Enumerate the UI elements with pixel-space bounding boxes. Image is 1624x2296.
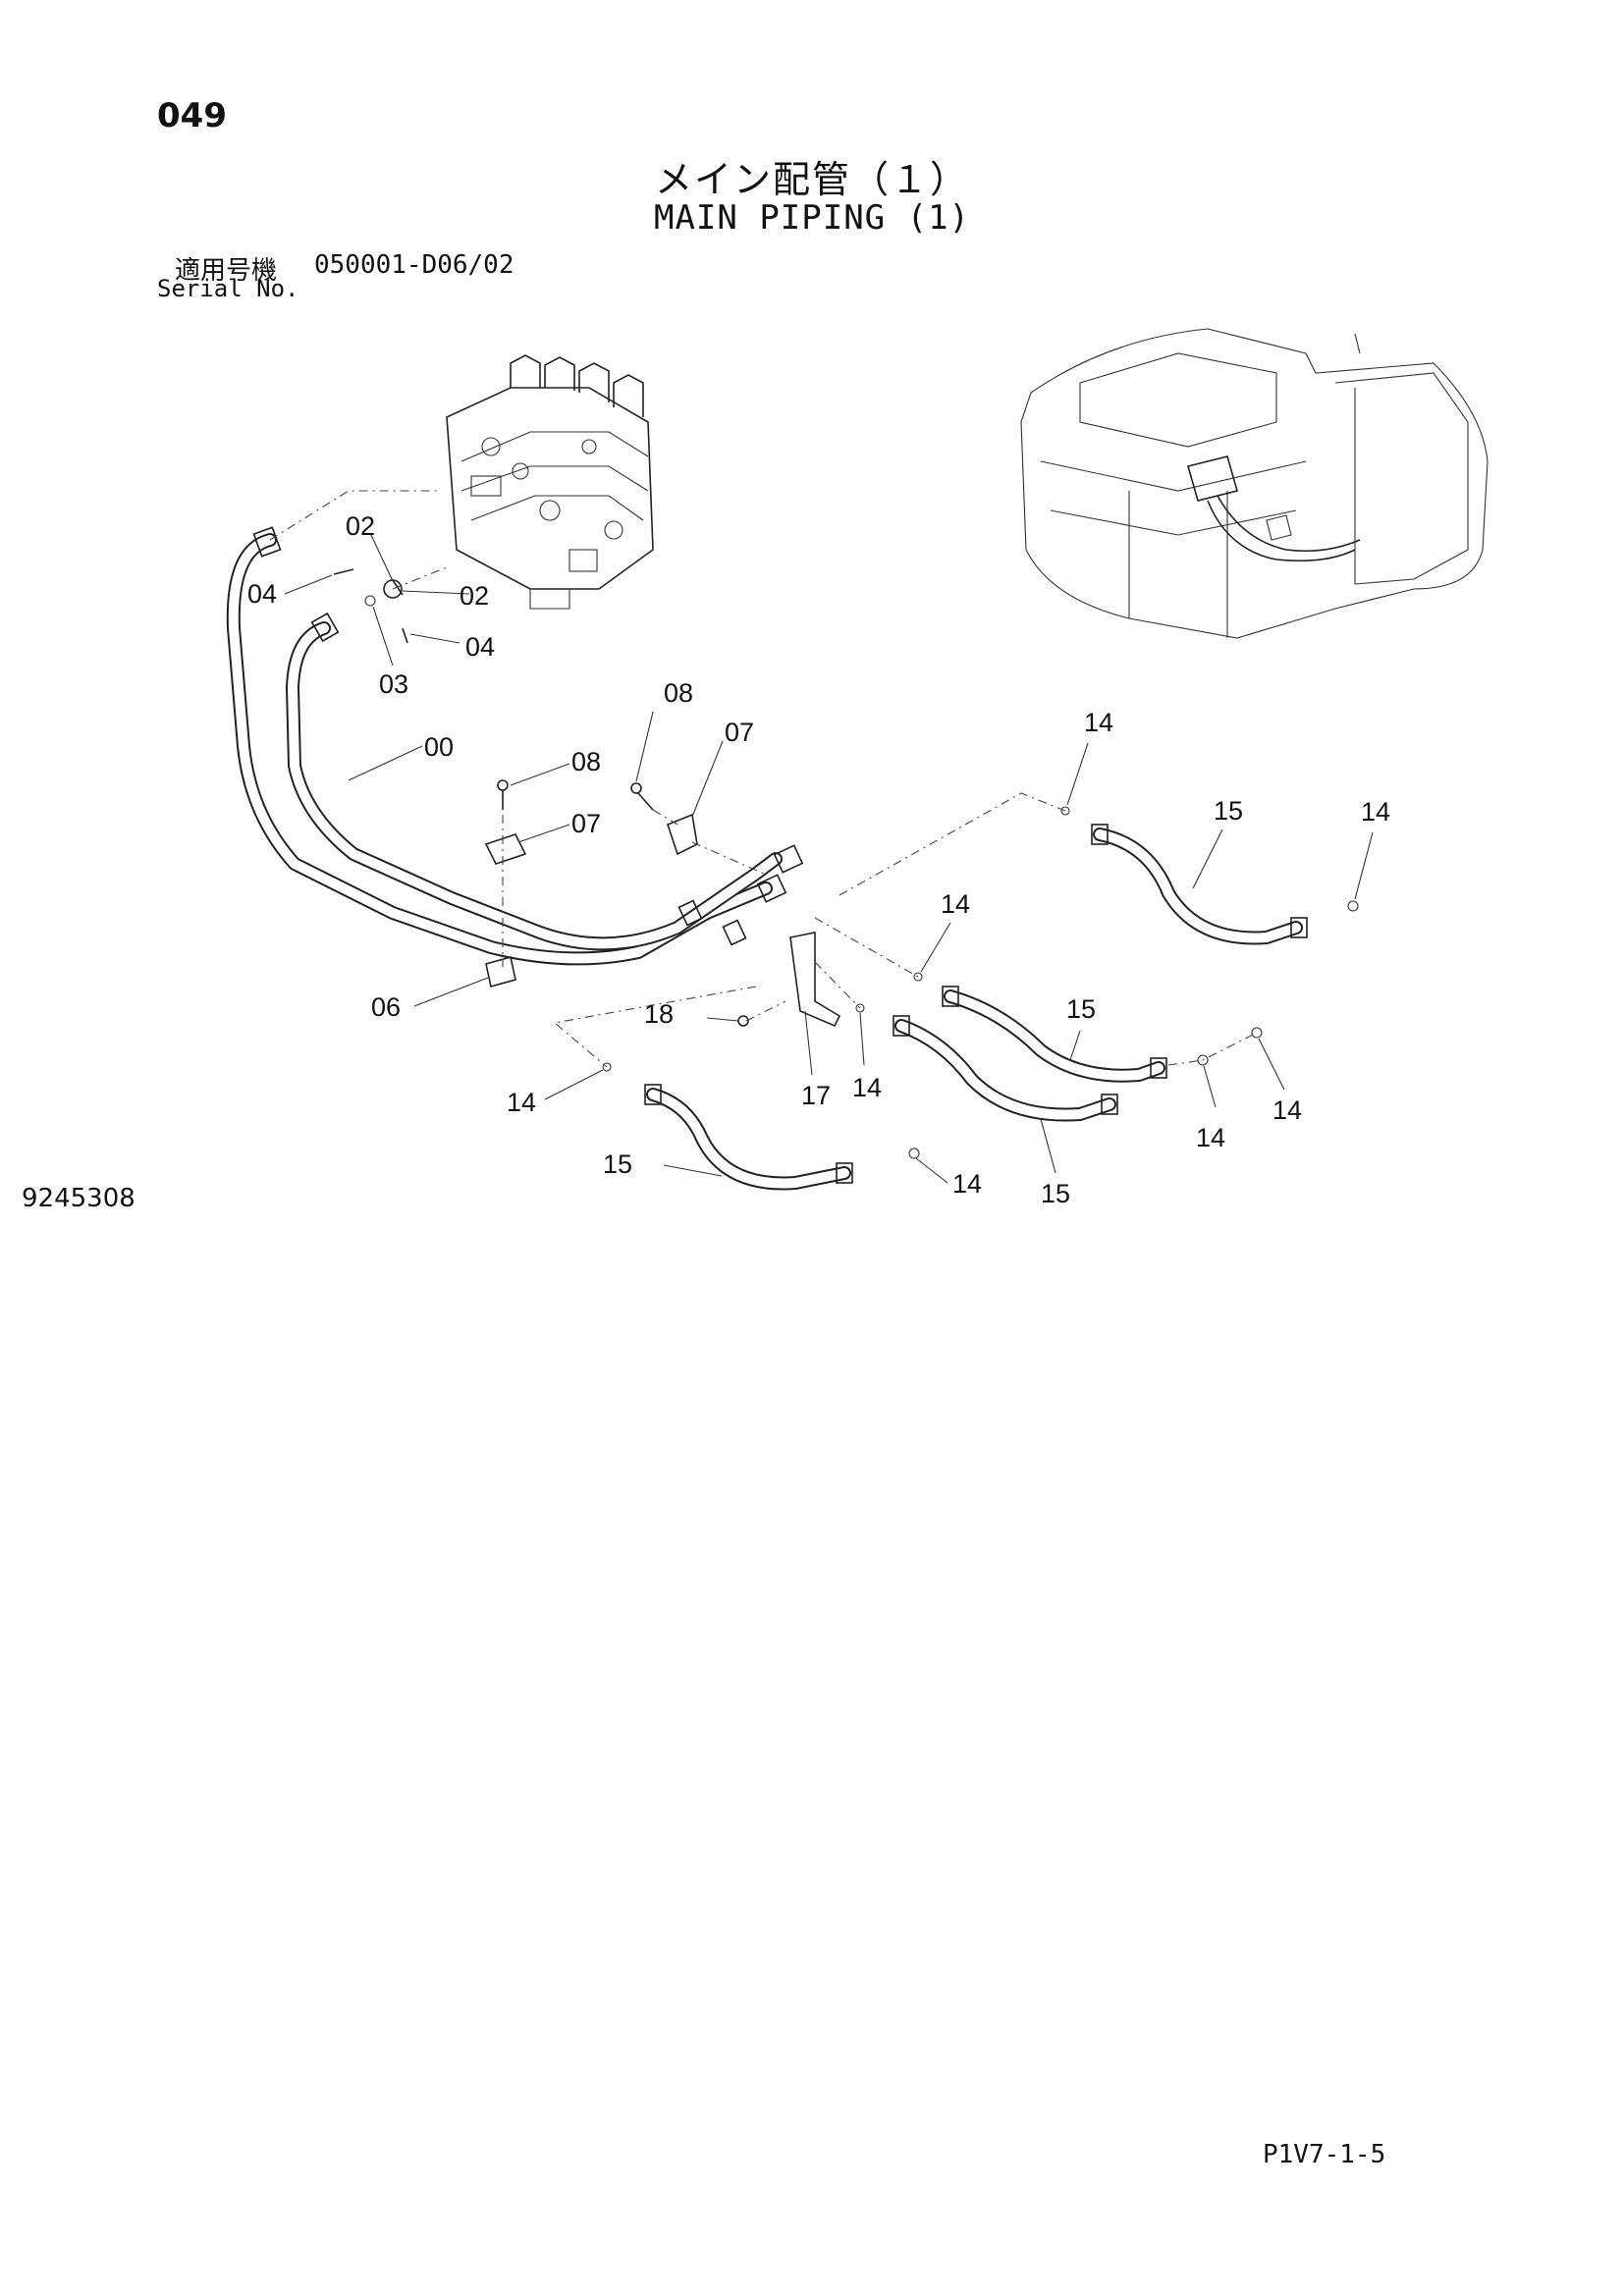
callout-08-left: 08 bbox=[571, 747, 601, 776]
callout-15-b: 15 bbox=[1066, 994, 1096, 1024]
drawing-number: 9245308 bbox=[22, 1184, 135, 1213]
o-rings-14 bbox=[602, 806, 1359, 1159]
callout-14-f: 14 bbox=[1272, 1095, 1302, 1125]
hose-15-upper-right bbox=[1091, 824, 1308, 945]
control-valve-illustration bbox=[446, 354, 654, 610]
callout-04-right: 04 bbox=[465, 632, 495, 662]
page-title-english: MAIN PIPING (1) bbox=[653, 198, 971, 238]
callout-17: 17 bbox=[801, 1081, 831, 1110]
spacer-06 bbox=[485, 956, 516, 988]
callout-14-g: 14 bbox=[507, 1088, 536, 1117]
page-number: 049 bbox=[157, 96, 227, 135]
serial-label-japanese: 適用号機 bbox=[175, 256, 278, 286]
callout-18: 18 bbox=[644, 999, 674, 1029]
clamp-07-right bbox=[667, 813, 698, 856]
serial-number-value: 050001-D06/02 bbox=[314, 250, 514, 280]
machine-overview-illustration bbox=[1020, 328, 1489, 639]
callout-03: 03 bbox=[379, 669, 408, 699]
callout-08-upper: 08 bbox=[664, 678, 693, 708]
leader-lines bbox=[284, 534, 1374, 1184]
fittings-02-03-04 bbox=[333, 568, 408, 644]
callout-15-c: 15 bbox=[603, 1149, 632, 1179]
callout-15-d: 15 bbox=[1041, 1179, 1070, 1208]
callout-14-a: 14 bbox=[1084, 708, 1113, 737]
callout-04-left: 04 bbox=[247, 579, 277, 609]
callout-14-e: 14 bbox=[1196, 1123, 1225, 1152]
clamp-07-left bbox=[484, 833, 527, 865]
hose-15-lower-middle bbox=[893, 1015, 1118, 1122]
callout-02-upper: 02 bbox=[346, 511, 375, 541]
reference-lines bbox=[269, 490, 1258, 1068]
callout-15-a: 15 bbox=[1214, 796, 1243, 826]
serial-label-english: Serial No. bbox=[157, 275, 299, 302]
page-title-japanese: メイン配管（１） bbox=[654, 158, 969, 201]
hose-15-lower-left bbox=[644, 1084, 853, 1191]
hose-15-middle bbox=[942, 986, 1167, 1083]
page-code: P1V7-1-5 bbox=[1263, 2140, 1386, 2169]
callout-14-d: 14 bbox=[852, 1073, 882, 1102]
callout-02-right: 02 bbox=[460, 581, 489, 611]
main-pipe-00 bbox=[226, 526, 804, 966]
callout-07-left: 07 bbox=[571, 809, 601, 838]
bolt-08-right bbox=[630, 782, 654, 811]
callout-00: 00 bbox=[424, 732, 454, 762]
bracket-17 bbox=[789, 932, 841, 1028]
callout-14-b: 14 bbox=[1361, 797, 1390, 827]
callout-labels: 02 02 04 04 03 00 08 07 08 07 06 14 15 1… bbox=[247, 511, 1390, 1208]
callout-07-upper: 07 bbox=[725, 718, 754, 747]
bolt-08-left bbox=[497, 779, 509, 810]
callout-14-c: 14 bbox=[941, 889, 970, 919]
callout-14-h: 14 bbox=[952, 1169, 982, 1199]
callout-06: 06 bbox=[371, 992, 401, 1022]
